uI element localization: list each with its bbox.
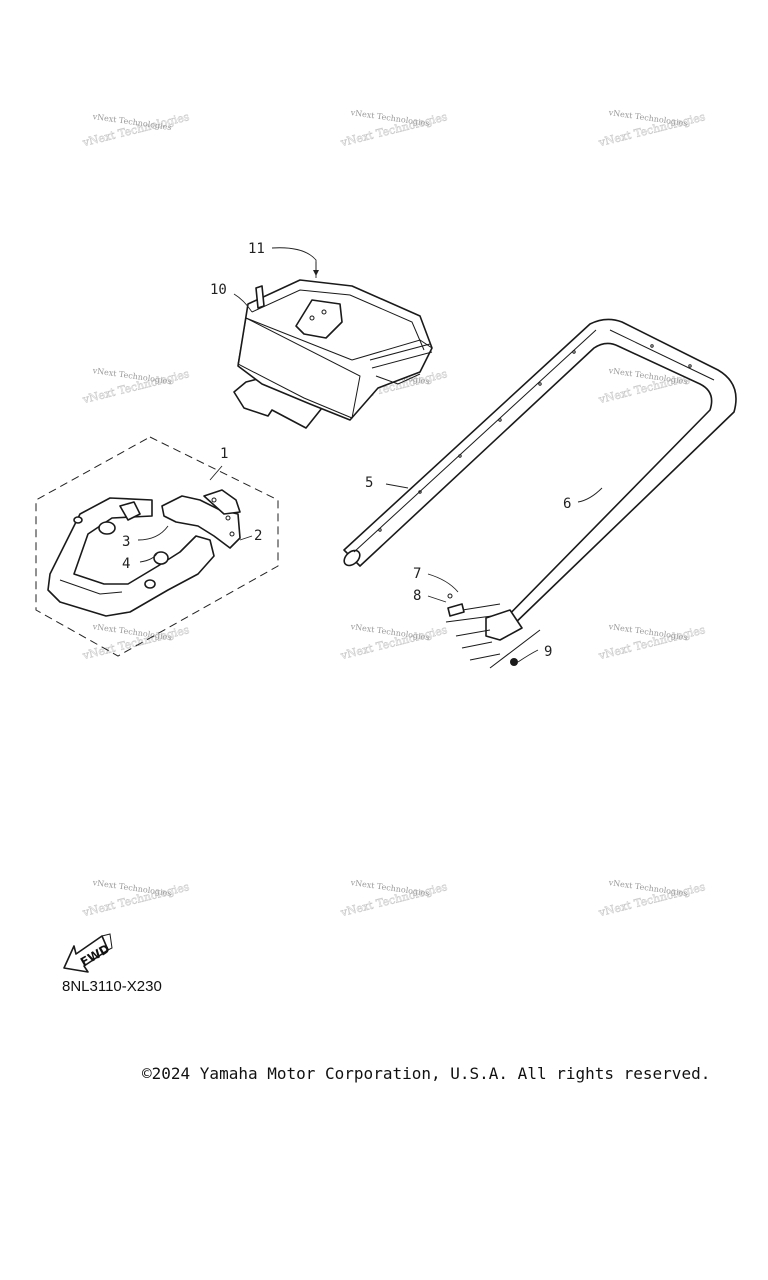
copyright-text: ©2024 Yamaha Motor Corporation, U.S.A. A… (142, 1064, 711, 1083)
watermark-8: vNext Technologies vNext Technologies (338, 622, 449, 663)
drawing-code: 8NL3110-X230 (62, 978, 162, 995)
storage-bag-part (233, 279, 433, 429)
leader-lines (137, 247, 603, 663)
callout-6: 6 (563, 496, 571, 512)
grab-bar-assembly (35, 436, 279, 657)
watermark-1: vNext Technologies vNext Technologies (80, 110, 191, 150)
callout-5: 5 (365, 475, 373, 491)
rail-part (343, 318, 737, 669)
watermark-9: vNext Technologies vNext Technologies (596, 622, 707, 663)
fwd-arrow-icon: FWD (63, 933, 113, 973)
callout-9: 9 (544, 644, 552, 660)
watermark-12: vNext Technologies vNext Technologies (596, 878, 707, 920)
assembly-boundary (35, 436, 279, 657)
callout-11: 11 (248, 241, 265, 257)
callout-10: 10 (210, 282, 227, 298)
watermark-11: vNext Technologies vNext Technologies (338, 878, 449, 920)
callout-2: 2 (254, 528, 262, 544)
callout-8: 8 (413, 588, 421, 604)
callout-1: 1 (220, 446, 228, 462)
callout-7: 7 (413, 566, 421, 582)
callout-4: 4 (122, 556, 130, 572)
watermark-2: vNext Technologies vNext Technologies (338, 108, 449, 150)
watermark-3: vNext Technologies vNext Technologies (596, 108, 707, 150)
watermark-4: vNext Technologies vNext Technologies (80, 366, 191, 407)
watermark-7: vNext Technologies vNext Technologies (80, 622, 191, 663)
callout-3: 3 (122, 534, 130, 550)
watermark-10: vNext Technologies vNext Technologies (80, 878, 191, 920)
